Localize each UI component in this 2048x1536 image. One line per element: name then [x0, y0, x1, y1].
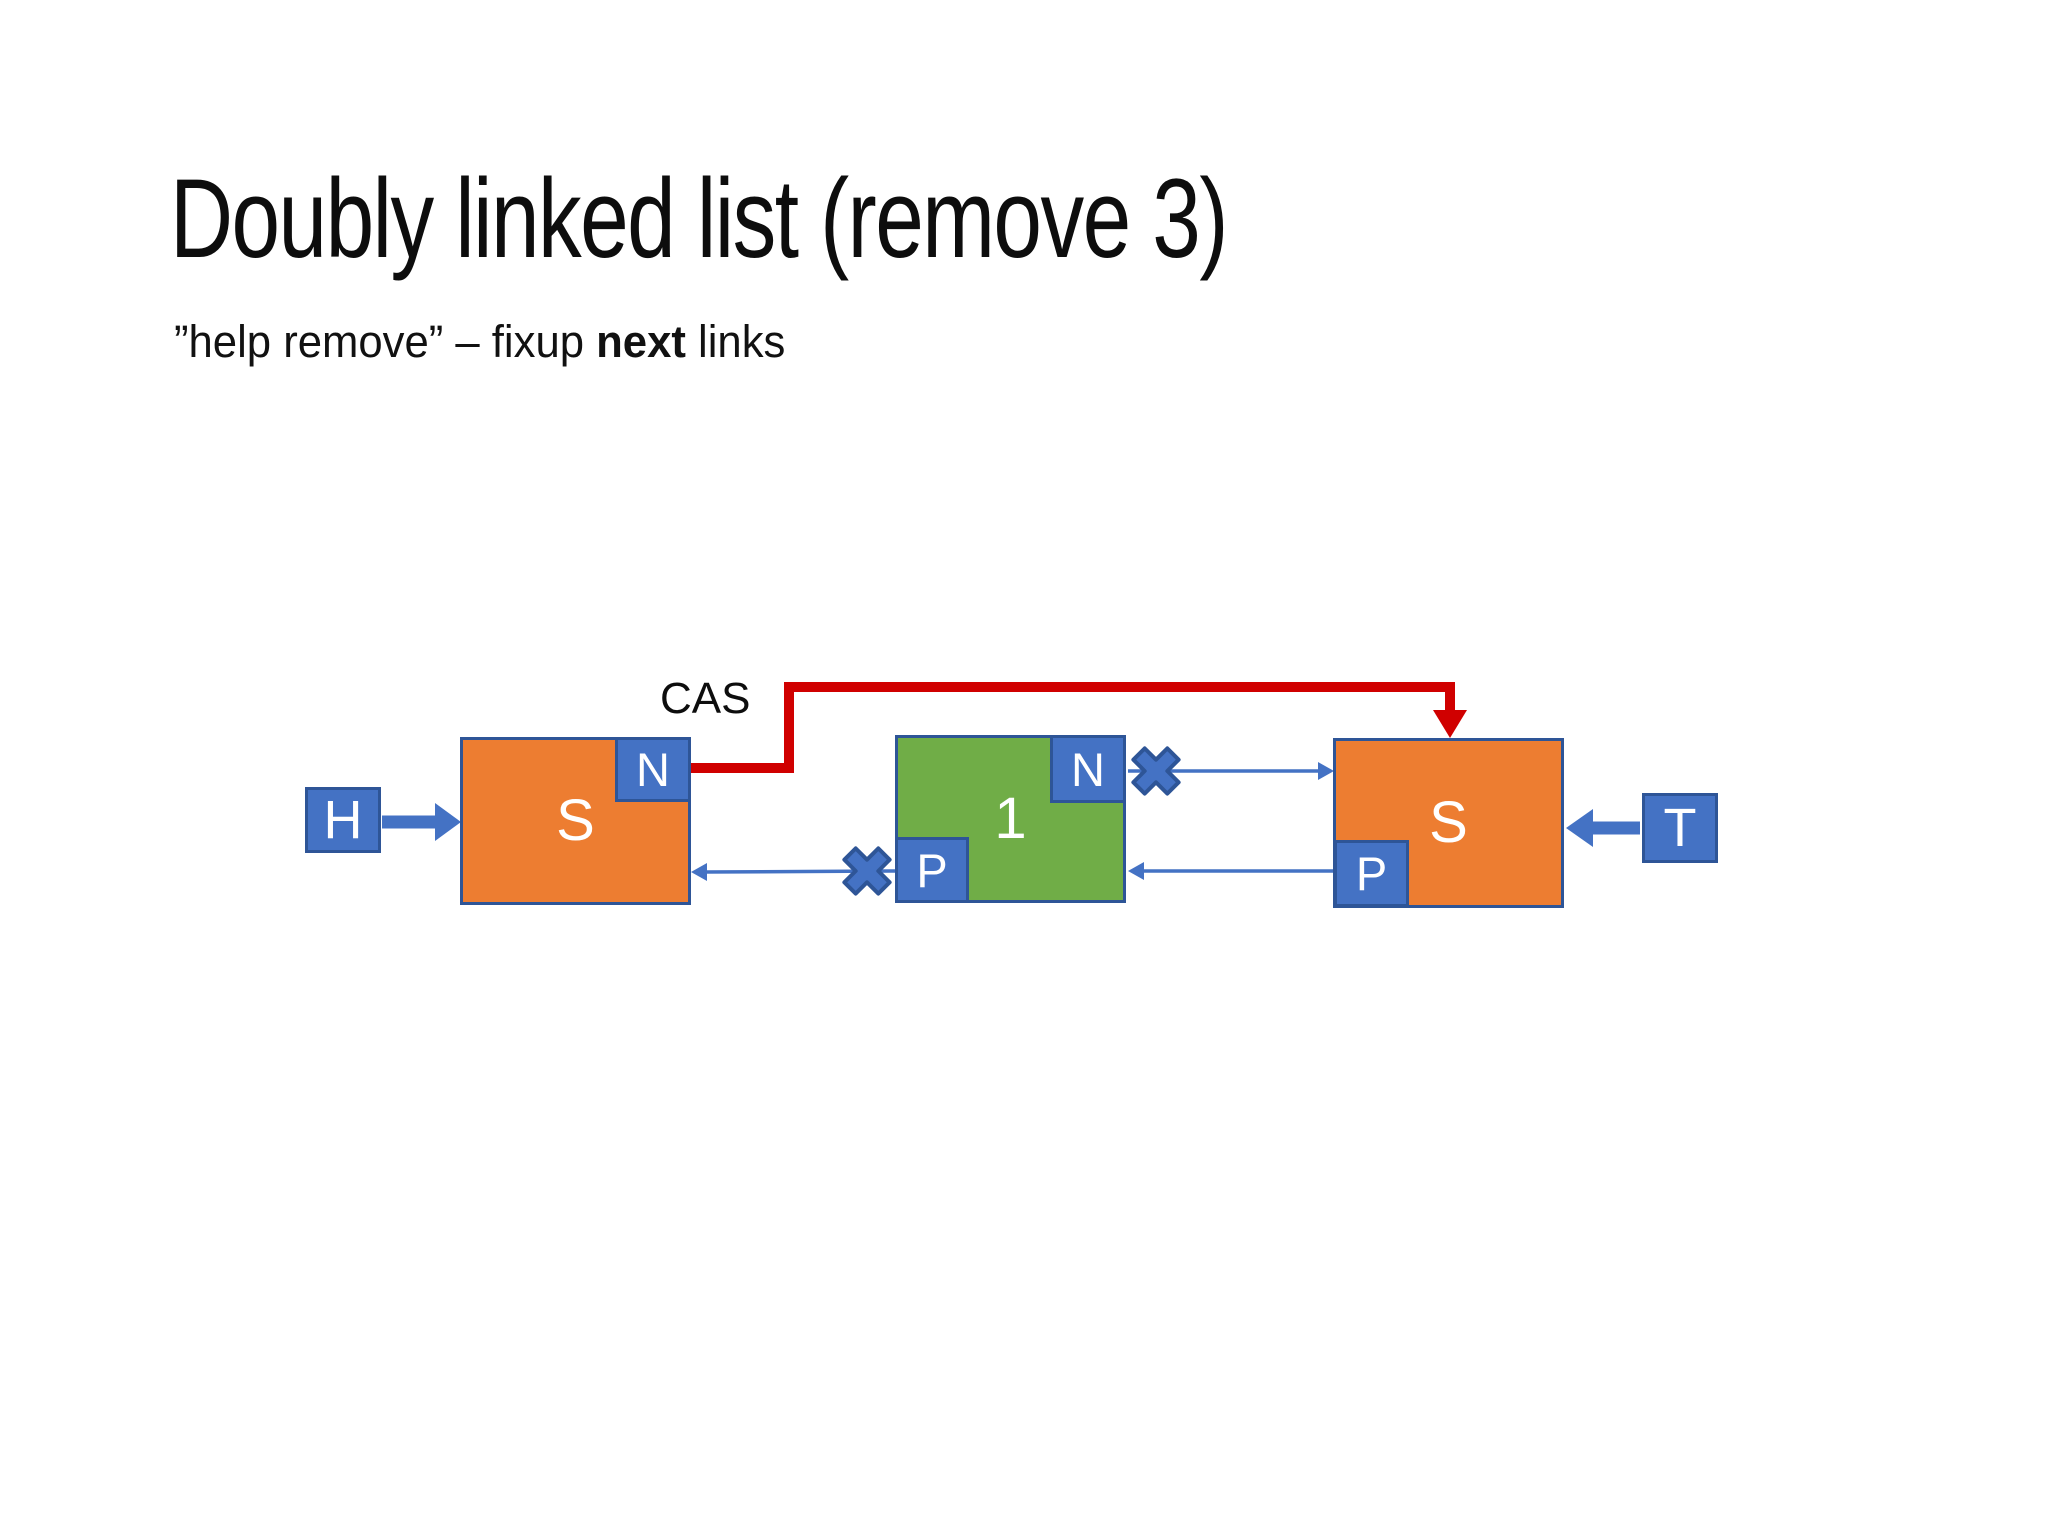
prev-link-arrowhead-left-icon [691, 863, 707, 881]
node-1-next-pointer-box: N [1050, 735, 1126, 803]
node-1-prev-pointer-label: P [916, 843, 948, 897]
tail-pointer-label: T [1663, 798, 1697, 858]
subtitle-text: ”help remove” – fixup [174, 316, 597, 367]
node-head-label: S [556, 788, 595, 853]
cas-arrowhead-icon [1433, 710, 1467, 738]
cas-label: CAS [660, 674, 751, 723]
tail-pointer-box: T [1642, 793, 1718, 863]
subtitle-bold-word: next [596, 316, 686, 367]
prev-link-arrowhead-right-icon [1128, 862, 1144, 880]
next-link-arrowhead-icon [1318, 762, 1334, 780]
node-1-next-pointer-label: N [1071, 742, 1105, 796]
slide-subtitle: ”help remove” – fixup next links [174, 312, 785, 372]
head-next-pointer-box: N [615, 737, 691, 802]
head-arrowhead-icon [435, 803, 461, 841]
node-tail-label: S [1429, 790, 1468, 855]
subtitle-text-suffix: links [685, 316, 786, 367]
removed-next-x-icon [1131, 746, 1181, 796]
head-pointer-label: H [323, 790, 363, 850]
tail-prev-pointer-box: P [1334, 840, 1409, 907]
tail-prev-pointer-label: P [1355, 847, 1388, 900]
node-value-1-label: 1 [994, 786, 1027, 851]
head-pointer-box: H [305, 787, 381, 853]
head-next-pointer-label: N [636, 743, 670, 796]
cas-arrow [691, 682, 1455, 773]
removed-prev-x-icon [842, 846, 892, 896]
tail-arrowhead-icon [1566, 809, 1593, 847]
slide-title: Doubly linked list (remove 3) [170, 156, 1228, 281]
node-1-prev-pointer-box: P [895, 837, 969, 903]
